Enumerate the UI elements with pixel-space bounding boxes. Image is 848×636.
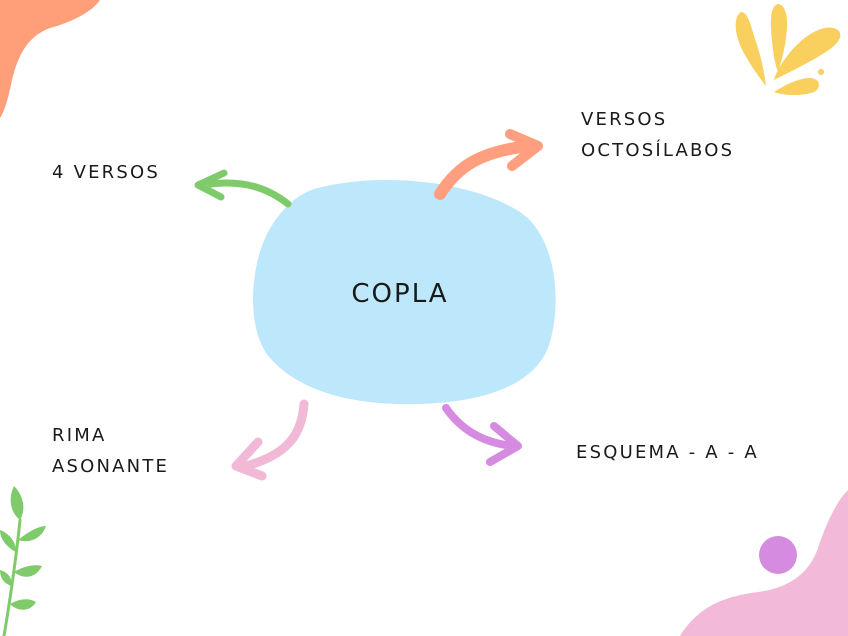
top-left-decorative-blob [0,0,100,118]
branch-label-line: ESQUEMA - A - A [576,437,759,468]
top-right-splash-decoration [736,4,841,95]
branch-label-line: RIMA [52,420,169,451]
arrow-to-4-versos [198,173,288,204]
branch-label-line: ASONANTE [52,451,169,482]
branch-label-line: VERSOS [581,104,734,135]
branch-label-line: 4 VERSOS [52,157,160,188]
arrow-to-esquema [446,408,518,462]
branch-label-bottom-right: ESQUEMA - A - A [576,437,759,468]
arrow-to-versos-octosilabos [440,134,538,194]
central-concept-label: COPLA [340,279,460,309]
branch-label-line: OCTOSÍLABOS [581,135,734,166]
branch-label-top-left: 4 VERSOS [52,157,160,188]
arrow-to-rima-asonante [236,404,304,476]
branch-label-bottom-left: RIMA ASONANTE [52,420,169,482]
bottom-left-leaf-decoration [0,486,46,636]
bottom-right-decorative-dot [759,536,797,574]
branch-label-top-right: VERSOS OCTOSÍLABOS [581,104,734,166]
